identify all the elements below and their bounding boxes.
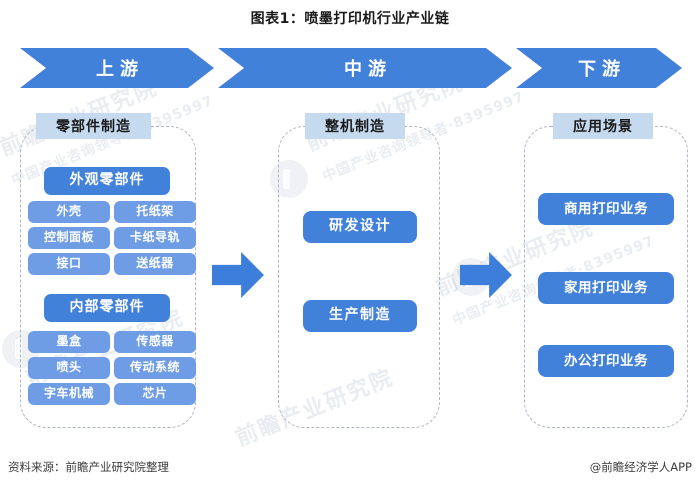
upstream-item-paper-feeder[interactable]: 送纸器 <box>114 253 196 275</box>
downstream-item-commercial-printing[interactable]: 商用打印业务 <box>538 193 674 225</box>
upstream-item-paper-tray-label: 托纸架 <box>136 204 174 219</box>
upstream-item-paper-guide[interactable]: 卡纸导轨 <box>114 227 196 249</box>
midstream-header: 整机制造 <box>305 113 405 139</box>
upstream-item-sensor[interactable]: 传感器 <box>114 331 196 353</box>
upstream-item-carriage-label: 字车机械 <box>43 386 94 401</box>
arrow-upstream-to-midstream <box>212 252 264 298</box>
midstream-item-production[interactable]: 生产制造 <box>303 300 417 332</box>
source-note: 资料来源：前瞻产业研究院整理 <box>8 460 169 474</box>
upstream-header-label: 零部件制造 <box>56 119 131 135</box>
banner-midstream-label: 中游 <box>344 59 392 80</box>
page-title: 图表1：喷墨打印机行业产业链 <box>250 11 450 27</box>
midstream-header-label: 整机制造 <box>325 119 385 135</box>
downstream-header: 应用场景 <box>553 113 653 139</box>
banner-upstream[interactable]: 上游 <box>20 48 214 88</box>
upstream-item-ink-cartridge[interactable]: 墨盒 <box>28 331 110 353</box>
midstream-item-rnd-design[interactable]: 研发设计 <box>303 211 417 243</box>
upstream-item-control-panel[interactable]: 控制面板 <box>28 227 110 249</box>
upstream-item-paper-feeder-label: 送纸器 <box>136 256 174 271</box>
downstream-item-home-printing-label: 家用打印业务 <box>564 279 648 296</box>
upstream-group-appearance-label: 外观零部件 <box>69 172 145 189</box>
upstream-item-transmission-label: 传动系统 <box>129 360 180 375</box>
upstream-item-sensor-label: 传感器 <box>136 334 174 349</box>
upstream-item-ink-cartridge-label: 墨盒 <box>56 334 82 349</box>
upstream-header: 零部件制造 <box>36 113 151 139</box>
credit-note: @前瞻经济学人APP <box>589 460 692 474</box>
downstream-item-office-printing[interactable]: 办公打印业务 <box>538 345 674 377</box>
midstream-item-rnd-design-label: 研发设计 <box>329 218 391 235</box>
upstream-item-chip-label: 芯片 <box>142 386 168 401</box>
upstream-item-shell-label: 外壳 <box>56 204 82 219</box>
banner-downstream[interactable]: 下游 <box>516 48 682 88</box>
upstream-item-paper-guide-label: 卡纸导轨 <box>129 230 180 245</box>
downstream-item-home-printing[interactable]: 家用打印业务 <box>538 272 674 304</box>
upstream-item-interface-label: 接口 <box>56 256 82 271</box>
upstream-item-nozzle-label: 喷头 <box>56 360 82 375</box>
upstream-item-control-panel-label: 控制面板 <box>43 230 94 245</box>
upstream-group-appearance[interactable]: 外观零部件 <box>44 167 170 195</box>
upstream-item-carriage[interactable]: 字车机械 <box>28 383 110 405</box>
upstream-item-paper-tray[interactable]: 托纸架 <box>114 201 196 223</box>
midstream-item-production-label: 生产制造 <box>329 307 391 324</box>
banner-midstream[interactable]: 中游 <box>218 48 512 88</box>
midstream-panel <box>278 126 440 428</box>
upstream-item-shell[interactable]: 外壳 <box>28 201 110 223</box>
downstream-item-office-printing-label: 办公打印业务 <box>564 352 648 369</box>
upstream-group-internal[interactable]: 内部零部件 <box>44 294 170 322</box>
upstream-item-nozzle[interactable]: 喷头 <box>28 357 110 379</box>
upstream-item-chip[interactable]: 芯片 <box>114 383 196 405</box>
upstream-group-internal-label: 内部零部件 <box>69 299 145 316</box>
downstream-header-label: 应用场景 <box>573 119 633 135</box>
banner-upstream-label: 上游 <box>96 59 144 80</box>
upstream-item-interface[interactable]: 接口 <box>28 253 110 275</box>
arrow-midstream-to-downstream <box>460 252 512 298</box>
upstream-item-transmission[interactable]: 传动系统 <box>114 357 196 379</box>
downstream-item-commercial-printing-label: 商用打印业务 <box>564 200 648 217</box>
banner-downstream-label: 下游 <box>578 59 626 80</box>
